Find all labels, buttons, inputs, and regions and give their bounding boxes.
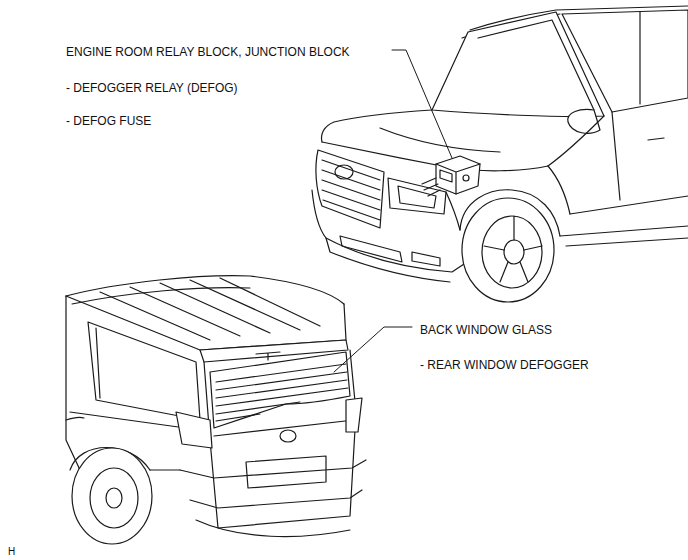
component-label: BACK WINDOW GLASS — [420, 323, 552, 337]
relay-block — [422, 156, 480, 196]
component-label: ENGINE ROOM RELAY BLOCK, JUNCTION BLOCK — [66, 45, 350, 59]
label-box: BACK WINDOW GLASS — [420, 320, 552, 338]
component-label: - REAR WINDOW DEFOGGER — [420, 358, 589, 372]
label-box: - REAR WINDOW DEFOGGER — [420, 355, 589, 373]
label-box: - DEFOG FUSE — [66, 111, 151, 129]
front-vehicle — [312, 6, 688, 302]
figure-code: H — [8, 546, 15, 557]
label-box: - DEFOGGER RELAY (DEFOG) — [66, 78, 238, 96]
leader-line — [334, 327, 412, 372]
leader-line — [392, 50, 452, 158]
component-label: - DEFOG FUSE — [66, 114, 151, 128]
label-box: H — [8, 541, 15, 559]
label-box: ENGINE ROOM RELAY BLOCK, JUNCTION BLOCK — [66, 42, 350, 60]
rear-vehicle — [66, 276, 366, 544]
component-label: - DEFOGGER RELAY (DEFOG) — [66, 81, 238, 95]
